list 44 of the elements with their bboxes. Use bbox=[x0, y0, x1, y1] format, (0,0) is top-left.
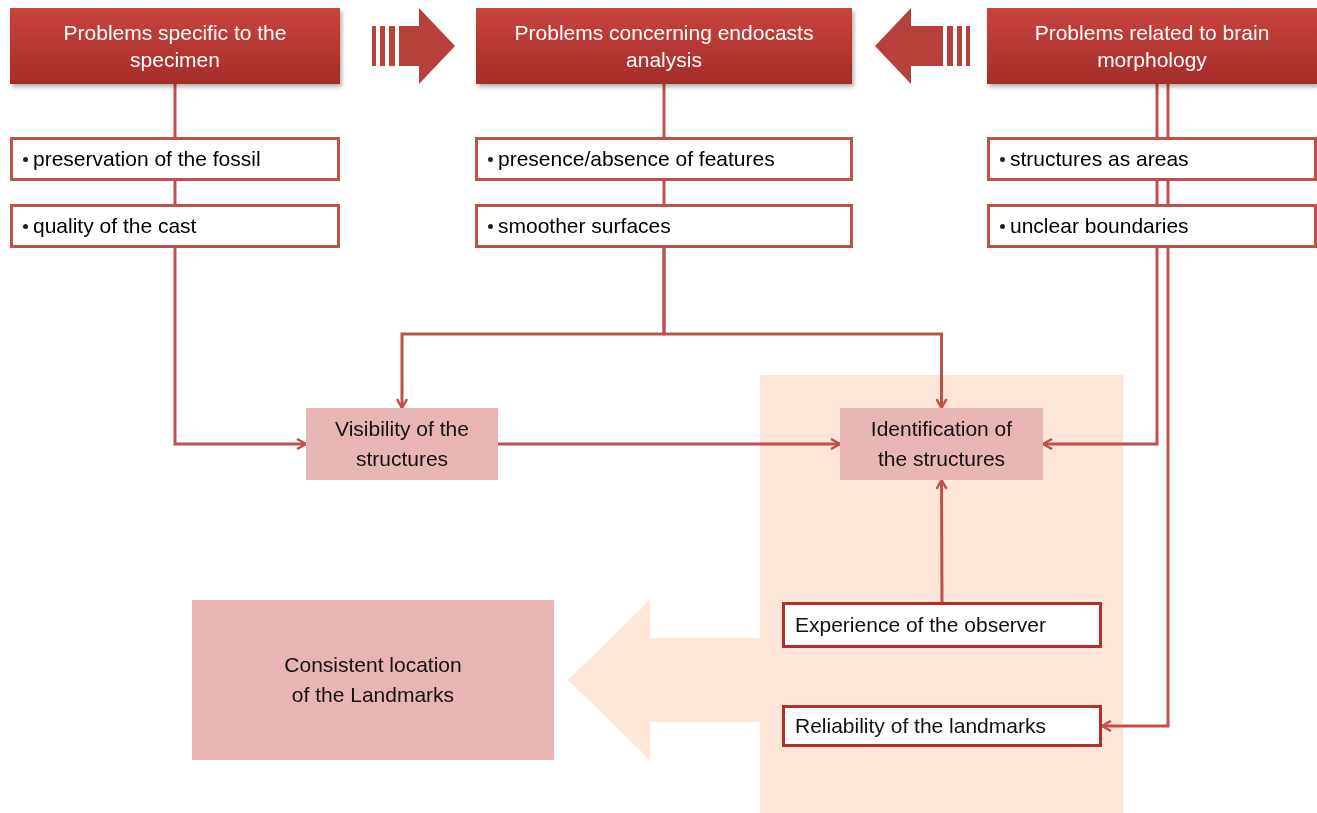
concept-text: Consistent location of the Landmarks bbox=[283, 652, 463, 708]
heading-box bbox=[10, 8, 340, 84]
heading-text: Problems concerning endocasts analysis bbox=[513, 20, 815, 73]
list-item-box bbox=[987, 137, 1317, 181]
heading-text: Problems specific to the specimen bbox=[62, 20, 288, 73]
connector-line bbox=[173, 84, 177, 137]
list-item-text: quality of the cast bbox=[33, 214, 197, 238]
arrow bbox=[935, 478, 948, 602]
concept-box bbox=[306, 408, 498, 480]
block-arrow bbox=[372, 8, 455, 84]
block-arrow bbox=[875, 8, 970, 84]
arrow bbox=[662, 248, 948, 410]
list-item-text: unclear boundaries bbox=[1010, 214, 1189, 238]
arrow bbox=[1041, 248, 1159, 451]
list-item-box bbox=[475, 137, 853, 181]
list-item-text: smoother surfaces bbox=[498, 214, 671, 238]
concept-box bbox=[192, 600, 554, 760]
factor-text: Experience of the observer bbox=[795, 613, 1046, 637]
heading-box bbox=[987, 8, 1317, 84]
connector-line bbox=[1155, 179, 1170, 206]
list-item-box bbox=[987, 204, 1317, 248]
arrow bbox=[173, 248, 308, 451]
concept-text: Visibility of the structures bbox=[334, 416, 470, 472]
heading-text: Problems related to brain morphology bbox=[1033, 20, 1271, 73]
list-item-box bbox=[475, 204, 853, 248]
concept-text: Identification of the structures bbox=[869, 416, 1014, 472]
list-item-text: structures as areas bbox=[1010, 147, 1189, 171]
arrow bbox=[1100, 248, 1170, 733]
factor-text: Reliability of the landmarks bbox=[795, 714, 1046, 738]
heading-box bbox=[476, 8, 852, 84]
list-item-text: preservation of the fossil bbox=[33, 147, 261, 171]
factor-box bbox=[782, 602, 1102, 648]
connector-line bbox=[662, 181, 666, 204]
connector-line bbox=[1155, 82, 1170, 139]
highlight-band bbox=[760, 375, 1123, 813]
concept-box bbox=[840, 408, 1043, 480]
list-item-box bbox=[10, 204, 340, 248]
factor-box bbox=[782, 705, 1102, 747]
list-item-box bbox=[10, 137, 340, 181]
connector-line bbox=[173, 181, 177, 204]
arrow bbox=[498, 437, 842, 451]
block-arrow bbox=[568, 600, 761, 760]
list-item-text: presence/absence of features bbox=[498, 147, 775, 171]
connector-line bbox=[662, 84, 666, 137]
